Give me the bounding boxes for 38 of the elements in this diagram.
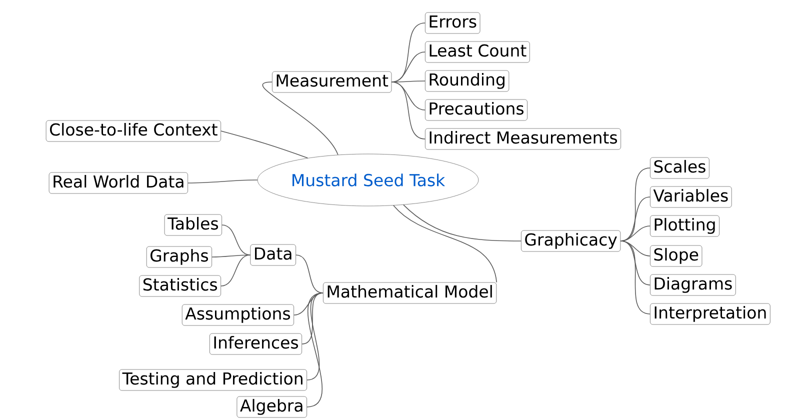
topic-box: Mathematical Model [323, 282, 497, 304]
topic-box: Interpretation [650, 303, 770, 325]
topic-box: Least Count [425, 41, 530, 63]
connector-line [262, 82, 338, 156]
topic-box: Slope [650, 245, 702, 267]
topic-box: Rounding [425, 70, 510, 92]
topic-box: Graphicacy [521, 230, 621, 252]
topic-box: Indirect Measurements [425, 128, 621, 150]
topic-box: Variables [650, 186, 732, 208]
connector-line [296, 254, 324, 294]
connector-line [306, 292, 324, 408]
connector-line [391, 82, 426, 140]
topic-box: Statistics [139, 275, 221, 297]
connector-line [620, 226, 650, 242]
connector-line [620, 240, 650, 314]
topic-box: Algebra [236, 396, 307, 418]
topic-box: Inferences [209, 333, 302, 355]
topic-box: Measurement [272, 71, 392, 93]
connector-line [220, 130, 308, 158]
connector-line [302, 292, 324, 344]
topic-box: Plotting [650, 215, 720, 237]
topic-box: Errors [425, 12, 480, 34]
topic-box: Testing and Prediction [119, 369, 307, 391]
connector-line [403, 204, 522, 242]
connector-line [393, 205, 498, 283]
topic-box: Diagrams [650, 274, 736, 296]
topic-box: Scales [650, 157, 710, 179]
connector-line [212, 254, 251, 258]
connector-line [188, 180, 258, 184]
topic-box: Graphs [146, 246, 212, 268]
connector-line [220, 254, 251, 286]
topic-box: Tables [164, 214, 222, 236]
topic-box: Close-to-life Context [46, 120, 221, 142]
topic-box: Assumptions [182, 304, 294, 326]
topic-box: Precautions [425, 99, 528, 121]
topic-box: Real World Data [48, 172, 188, 194]
connector-line [391, 80, 426, 82]
topic-box: Data [250, 244, 296, 266]
